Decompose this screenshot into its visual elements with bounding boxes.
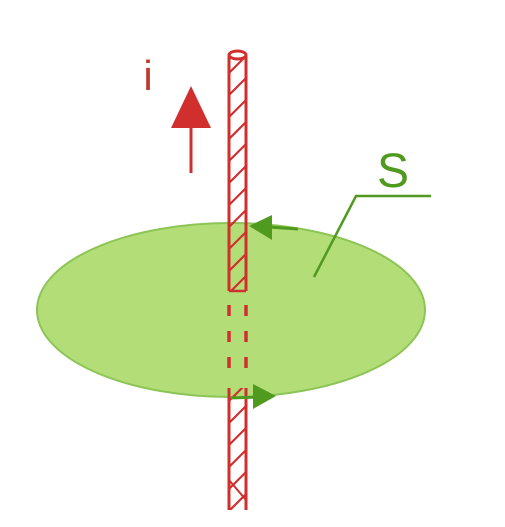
surface-label: S	[377, 145, 409, 198]
surface-s-ellipse	[36, 222, 426, 398]
current-label: i	[143, 52, 152, 99]
wire-upper-section	[227, 49, 248, 293]
surface-label-leader	[312, 194, 431, 278]
wire-top-cap	[227, 49, 248, 61]
loop-arrow-back	[249, 215, 299, 240]
wire-hidden-dashes	[227, 305, 248, 368]
wire-lower-section	[227, 388, 248, 510]
loop-arrow-front	[230, 384, 276, 409]
current-direction-arrow	[171, 86, 211, 173]
